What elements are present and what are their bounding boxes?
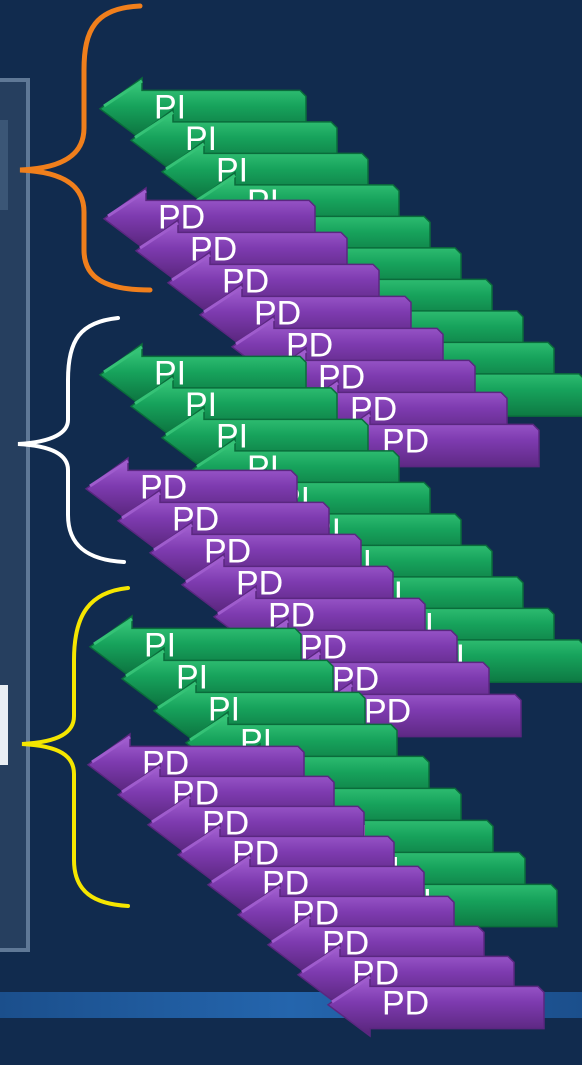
arrow-highlight [121,491,161,520]
arrow-highlight [181,825,221,854]
arrow-highlight [125,649,165,678]
arrow-highlight [165,142,205,171]
arrow-highlight [157,681,197,710]
brace-yellow-icon [21,586,130,908]
arrow-pd-item: PD [180,552,394,618]
arrow-highlight [91,735,131,764]
arrow-highlight [107,189,147,218]
arrow-highlight [139,221,179,250]
arrow-highlight [196,440,236,468]
arrow-highlight [134,111,174,139]
arrow-highlight [217,587,257,616]
arrow-label: PD [382,984,429,1022]
arrow-highlight [271,915,311,944]
left-panel [0,78,30,952]
arrow-pd-item: PD [326,972,545,1038]
arrow-highlight [331,975,371,1004]
arrow-highlight [103,79,143,108]
brace-orange-icon [19,3,153,293]
arrow-highlight [189,713,229,742]
arrow-highlight [171,253,211,282]
arrow-highlight [103,345,143,374]
arrow-highlight [235,317,275,346]
brace-white-icon [17,316,126,564]
arrow-highlight [134,377,174,405]
arrow-highlight [151,795,191,824]
arrow-highlight [165,408,205,437]
left-panel-tab-top [0,120,8,210]
arrow-highlight [203,285,243,314]
arrow-highlight [185,555,225,584]
arrow-highlight [89,459,129,488]
arrow-highlight [211,855,251,884]
arrow-highlight [93,617,133,646]
arrow-highlight [153,523,193,552]
arrow-stacks: PIPIPIPIPIPIPIPIPIPIPDPDPDPDPDPDPDPDPIPI… [84,76,582,1038]
arrow-highlight [241,885,281,914]
left-panel-tab-bottom [0,685,8,765]
arrow-highlight [121,765,161,794]
arrow-highlight [301,945,341,974]
arrow-highlight [196,174,236,202]
